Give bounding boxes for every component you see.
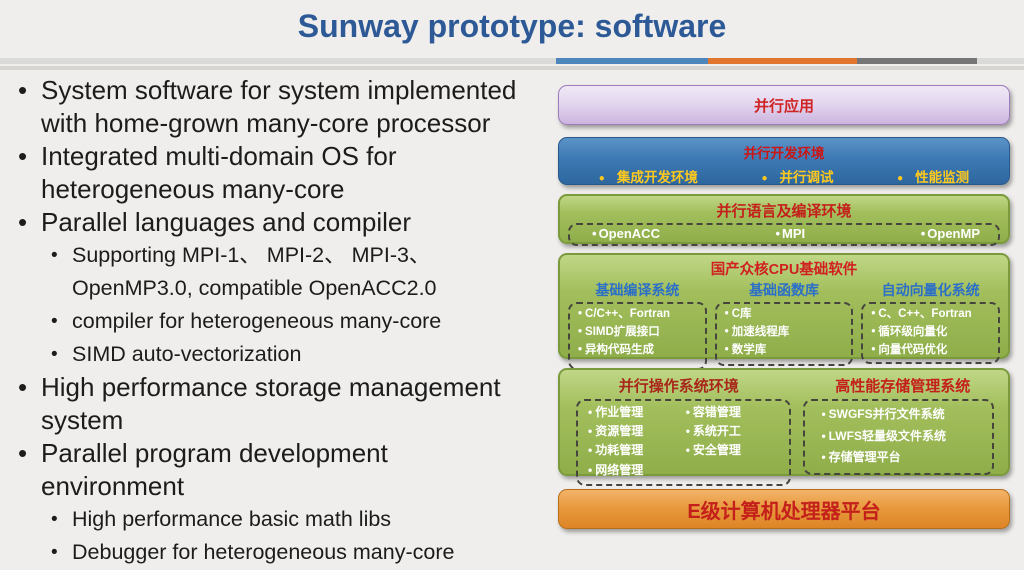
divider-segment-blue <box>556 58 708 64</box>
exascale-platform-box: E级计算机处理器平台 <box>558 489 1010 529</box>
compile-system-items: C/C++、Fortran SIMD扩展接口 异构代码生成 <box>568 302 707 370</box>
auto-vectorization-item: 循环级向量化 <box>871 324 994 342</box>
bullet-item: Parallel program development environment <box>14 437 538 503</box>
function-library-header: 基础函数库 <box>749 282 819 298</box>
auto-vectorization-column: 自动向量化系统 C、C++、Fortran 循环级向量化 向量代码优化 <box>861 280 1001 370</box>
bullet-item: High performance storage management syst… <box>14 371 538 437</box>
storage-management-section: 高性能存储管理系统 SWGFS并行文件系统 LWFS轻量级文件系统 存储管理平台 <box>797 370 1008 486</box>
parallel-applications-box: 并行应用 <box>558 85 1010 125</box>
bullet-list: System software for system implemented w… <box>14 74 538 569</box>
bullet-item: Integrated multi-domain OS for heterogen… <box>14 140 538 206</box>
os-storage-box: 并行操作系统环境 作业管理 容错管理 资源管理 系统开工 功耗管理 安全管理 网… <box>558 368 1010 486</box>
function-library-item: 加速线程库 <box>725 324 848 342</box>
cpu-base-software-box: 国产众核CPU基础软件 基础编译系统 C/C++、Fortran SIMD扩展接… <box>558 253 1010 370</box>
cpu-base-software-title: 国产众核CPU基础软件 <box>710 262 858 278</box>
bullet-item: System software for system implemented w… <box>14 74 538 140</box>
parallel-os-title: 并行操作系统环境 <box>618 378 739 395</box>
os-item: 系统开工 <box>686 422 784 441</box>
os-item: 资源管理 <box>588 422 686 441</box>
page-title: Sunway prototype: software <box>297 8 727 44</box>
os-item: 容错管理 <box>686 403 784 422</box>
language-items-group: OpenACC MPI OpenMP <box>568 223 1000 246</box>
function-library-items: C库 加速线程库 数学库 <box>714 302 854 366</box>
language-item: OpenACC <box>592 226 660 241</box>
divider-segment-orange <box>708 58 857 64</box>
bullet-subitem: compiler for heterogeneous many-core <box>14 305 538 338</box>
storage-management-items: SWGFS并行文件系统 LWFS轻量级文件系统 存储管理平台 <box>803 399 994 475</box>
auto-vectorization-item: 向量代码优化 <box>871 342 994 360</box>
function-library-column: 基础函数库 C库 加速线程库 数学库 <box>714 280 854 370</box>
storage-item: SWGFS并行文件系统 <box>821 404 986 426</box>
auto-vectorization-items: C、C++、Fortran 循环级向量化 向量代码优化 <box>861 302 1001 365</box>
divider-segment-light-right <box>977 58 1024 64</box>
parallel-os-items: 作业管理 容错管理 资源管理 系统开工 功耗管理 安全管理 网络管理 <box>576 399 792 486</box>
compile-system-item: 异构代码生成 <box>578 342 701 360</box>
function-library-item: 数学库 <box>725 342 848 360</box>
divider-segment-light <box>0 58 556 64</box>
bullet-subitem: High performance basic math libs <box>14 503 538 536</box>
dev-env-item: 集成开发环境 <box>599 166 698 186</box>
divider-bar <box>0 58 1024 70</box>
os-item: 功耗管理 <box>588 441 686 460</box>
compile-system-item: C/C++、Fortran <box>578 306 701 324</box>
parallel-dev-env-title: 并行开发环境 <box>743 146 825 161</box>
software-stack-diagram: 并行应用 并行开发环境 集成开发环境 并行调试 性能监测 并行语言及编译环境 O… <box>558 85 1010 529</box>
compile-system-header: 基础编译系统 <box>595 282 680 298</box>
auto-vectorization-header: 自动向量化系统 <box>881 282 980 298</box>
parallel-applications-label: 并行应用 <box>753 97 814 115</box>
storage-item: LWFS轻量级文件系统 <box>821 426 986 448</box>
divider-segment-dark <box>857 58 977 64</box>
bullet-subitem: SIMD auto-vectorization <box>14 338 538 371</box>
language-item: MPI <box>775 226 805 241</box>
storage-item: 存储管理平台 <box>821 447 986 469</box>
bullet-item: Parallel languages and compiler <box>14 206 538 239</box>
divider-underline <box>0 66 1024 70</box>
compile-system-column: 基础编译系统 C/C++、Fortran SIMD扩展接口 异构代码生成 <box>568 280 707 370</box>
exascale-platform-label: E级计算机处理器平台 <box>687 500 881 523</box>
dev-env-item: 并行调试 <box>761 166 834 186</box>
parallel-dev-env-box: 并行开发环境 集成开发环境 并行调试 性能监测 <box>558 137 1010 185</box>
os-item: 作业管理 <box>588 403 686 422</box>
language-item: OpenMP <box>921 226 980 241</box>
parallel-language-compiler-title: 并行语言及编译环境 <box>716 203 852 220</box>
os-item: 安全管理 <box>686 441 784 460</box>
bullet-subitem: Debugger for heterogeneous many-core <box>14 536 538 569</box>
function-library-item: C库 <box>725 306 848 324</box>
bullet-subitem: Supporting MPI-1、 MPI-2、 MPI-3、 OpenMP3.… <box>14 239 538 305</box>
parallel-os-section: 并行操作系统环境 作业管理 容错管理 资源管理 系统开工 功耗管理 安全管理 网… <box>560 370 797 486</box>
storage-management-title: 高性能存储管理系统 <box>835 378 971 395</box>
dev-env-item: 性能监测 <box>897 166 969 186</box>
auto-vectorization-item: C、C++、Fortran <box>871 306 994 324</box>
os-item: 网络管理 <box>588 461 686 480</box>
parallel-language-compiler-box: 并行语言及编译环境 OpenACC MPI OpenMP <box>558 194 1010 246</box>
compile-system-item: SIMD扩展接口 <box>578 324 701 342</box>
